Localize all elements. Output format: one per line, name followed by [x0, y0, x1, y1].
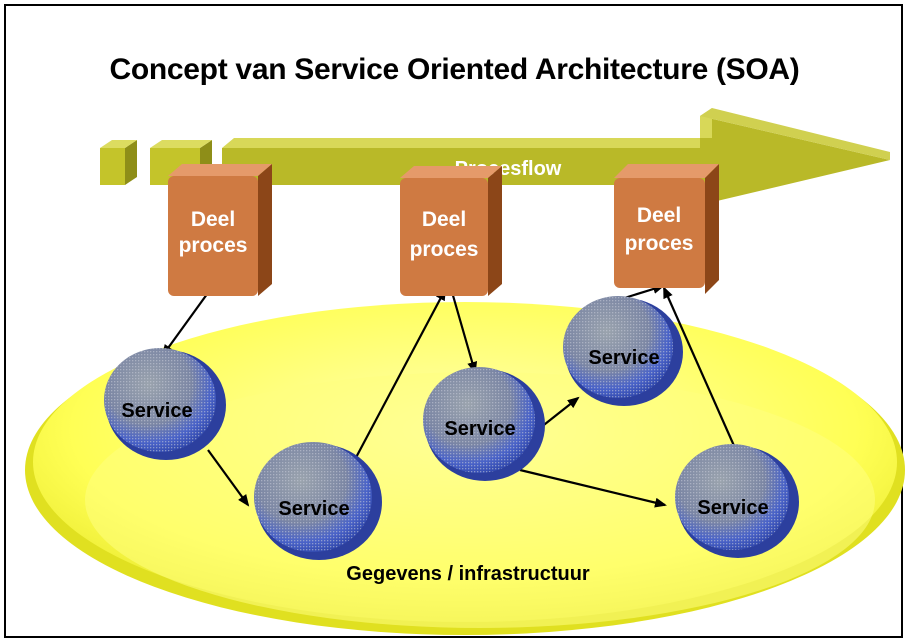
service-2: Service — [254, 442, 382, 560]
service-5: Service — [675, 444, 799, 558]
slide-title: Concept van Service Oriented Architectur… — [109, 53, 800, 86]
service-3-label: Service — [444, 418, 515, 440]
service-5-label: Service — [697, 497, 768, 519]
service-4-label: Service — [588, 347, 659, 369]
service-3: Service — [423, 367, 545, 481]
subprocess-3: Deel proces — [614, 164, 719, 294]
subprocess-1-line2: proces — [179, 234, 248, 257]
subprocess-2-line1: Deel — [422, 208, 466, 231]
subprocess-2: Deel proces — [400, 166, 502, 296]
arrow-service5-to-proces3 — [662, 286, 737, 449]
service-1-label: Service — [121, 400, 192, 422]
arrow-service3-to-service4 — [539, 396, 580, 429]
arrow-service2-to-proces2 — [351, 288, 446, 466]
arrow-service3-to-service5 — [519, 468, 667, 508]
subprocess-2-line2: proces — [410, 238, 479, 261]
service-2-label: Service — [278, 498, 349, 520]
arrow-service1-to-service2 — [207, 449, 250, 507]
subprocess-3-line2: proces — [625, 232, 694, 255]
service-4: Service — [563, 296, 683, 406]
slide-frame — [4, 4, 903, 638]
flow-arrows — [161, 284, 737, 508]
service-1: Service — [104, 348, 226, 460]
infrastructure-label: Gegevens / infrastructuur — [346, 563, 590, 585]
arrow-proces1-to-service1 — [161, 289, 211, 357]
subprocess-1: Deel proces — [168, 164, 272, 296]
subprocess-3-line1: Deel — [637, 204, 681, 227]
subprocess-1-line1: Deel — [191, 208, 235, 231]
arrow-proces2-to-service3 — [450, 291, 478, 374]
